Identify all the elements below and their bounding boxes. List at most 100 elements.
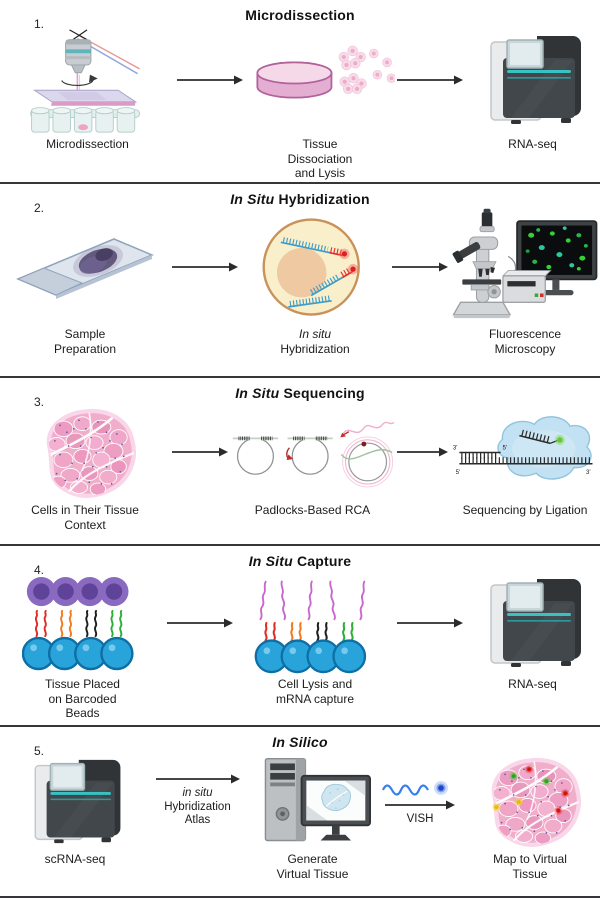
section-number: 5.	[34, 744, 45, 758]
arrow-right-icon	[177, 75, 243, 85]
section-in-situ-capture: In Situ Capture 4.	[0, 546, 600, 727]
step-tissue-on-beads: Tissue Placed on Barcoded Beads	[0, 570, 165, 721]
icon-box	[0, 570, 165, 676]
arrow-label-line: VISH	[406, 812, 434, 825]
caption-line: and Lysis	[294, 166, 346, 181]
flow-arrow	[395, 24, 465, 136]
step-cell-lysis-capture: Cell Lysis and mRNA capture	[235, 570, 395, 706]
step-sample-preparation: Sample Preparation	[0, 208, 170, 356]
icon-box	[245, 751, 380, 851]
flow-arrow	[170, 402, 230, 502]
section-number: 2.	[34, 201, 45, 215]
icon-box	[240, 208, 390, 326]
section-in-silico: In Silico 5. scRNA-seq in situ Hybridiza…	[0, 727, 600, 898]
icon-box	[0, 24, 175, 136]
prime-label: 3'	[453, 444, 458, 451]
arrow-right-icon	[385, 800, 455, 810]
padlock-probes-rca-icon	[232, 421, 395, 487]
arrow-label-line: Hybridization	[164, 800, 231, 813]
icon-box	[0, 402, 170, 502]
caption-line: Tissue	[512, 866, 548, 881]
virtual-tissue-icon	[474, 752, 586, 851]
icon-box	[460, 751, 600, 851]
arrow-label-line: in situ	[182, 786, 213, 799]
step-caption: Cells in Their Tissue Context	[31, 503, 139, 532]
arrow-right-icon	[392, 262, 448, 272]
caption-line: on Barcoded	[48, 691, 117, 706]
caption-line: Generate	[287, 852, 338, 866]
step-map-to-virtual-tissue: Map to Virtual Tissue	[460, 751, 600, 881]
caption-line: RNA-seq	[508, 677, 557, 691]
icon-box: 3' 5' 5' 3'	[450, 402, 600, 502]
icon-box	[235, 570, 395, 676]
flow-arrow-vish: VISH	[380, 751, 460, 851]
step-microdissection: Microdissection	[0, 24, 175, 152]
icon-box	[450, 208, 600, 326]
icon-box	[465, 24, 600, 136]
section-title: In Situ Capture	[248, 553, 352, 569]
flow-arrow	[395, 402, 450, 502]
arrow-label: in situ Hybridization Atlas	[164, 787, 230, 828]
prime-label: 3'	[586, 469, 591, 476]
caption-line: Context	[64, 517, 106, 532]
caption-line: Sequencing by Ligation	[462, 503, 588, 517]
step-caption: scRNA-seq	[45, 852, 106, 867]
step-caption: In situ Hybridization	[280, 327, 349, 356]
step-scrna-seq: scRNA-seq	[0, 751, 150, 867]
flow-arrow	[170, 208, 240, 326]
caption-line: Map to Virtual	[493, 852, 567, 866]
tissue-on-barcoded-beads-icon	[21, 576, 134, 670]
section-number: 1.	[34, 17, 45, 31]
section-in-situ-sequencing: In Situ Sequencing 3. Cells in Their Tis…	[0, 378, 600, 546]
flow-arrow	[395, 570, 465, 676]
section-microdissection: Microdissection 1.	[0, 0, 600, 184]
flow-arrow-labeled: in situ Hybridization Atlas	[150, 751, 245, 851]
section-title: In Situ Sequencing	[235, 385, 365, 401]
step-padlocks-rca: Padlocks-Based RCA	[230, 402, 395, 518]
sequencing-by-ligation-icon: 3' 5' 5' 3'	[453, 415, 593, 480]
sequencer-icon	[489, 35, 582, 125]
step-caption: RNA-seq	[508, 677, 557, 692]
section-number: 3.	[34, 395, 45, 409]
caption-line: mRNA capture	[275, 691, 355, 706]
arrow-right-icon	[397, 618, 463, 628]
sequencer-icon	[34, 758, 122, 844]
step-caption: Fluorescence Microscopy	[489, 327, 561, 356]
caption-line: Fluorescence	[488, 327, 562, 341]
arrow-label: VISH	[407, 813, 434, 827]
arrow-right-icon	[167, 618, 233, 628]
step-caption: Padlocks-Based RCA	[255, 503, 370, 518]
caption-line: RNA-seq	[508, 137, 557, 151]
flow-arrow	[175, 24, 245, 136]
step-caption: Microdissection	[46, 137, 129, 152]
arrow-label-line: Atlas	[184, 814, 211, 827]
step-caption: Sample Preparation	[54, 327, 116, 356]
step-caption: Generate Virtual Tissue	[277, 852, 349, 881]
step-in-situ-hybridization: In situ Hybridization	[240, 208, 390, 356]
arrow-right-icon	[172, 262, 238, 272]
laser-microdissection-icon	[29, 28, 140, 133]
prime-label: 5'	[503, 444, 508, 451]
icon-box	[0, 208, 170, 326]
caption-line: Tissue Placed	[45, 677, 120, 691]
cell-with-probes-icon	[262, 218, 360, 316]
caption-line: Cell Lysis and	[277, 677, 353, 691]
icon-box	[0, 751, 150, 851]
step-caption: Tissue Placed on Barcoded Beads	[45, 677, 120, 721]
caption-line: Tissue	[302, 137, 338, 151]
caption-line: Hybridization	[280, 341, 350, 356]
workflow-row: Tissue Placed on Barcoded Beads	[0, 570, 600, 721]
caption-line: Virtual Tissue	[276, 866, 349, 881]
step-caption: Cell Lysis and mRNA capture	[276, 677, 354, 706]
caption-line: Microdissection	[46, 137, 129, 151]
step-rna-seq: RNA-seq	[465, 570, 600, 692]
step-rna-seq: RNA-seq	[465, 24, 600, 152]
step-caption: RNA-seq	[508, 137, 557, 152]
arrow-right-icon	[397, 75, 463, 85]
arrow-right-icon	[172, 447, 228, 457]
step-generate-virtual-tissue: Generate Virtual Tissue	[245, 751, 380, 881]
icon-box	[245, 24, 395, 136]
caption-line: Dissociation	[287, 151, 353, 166]
arrow-right-icon	[397, 447, 448, 457]
